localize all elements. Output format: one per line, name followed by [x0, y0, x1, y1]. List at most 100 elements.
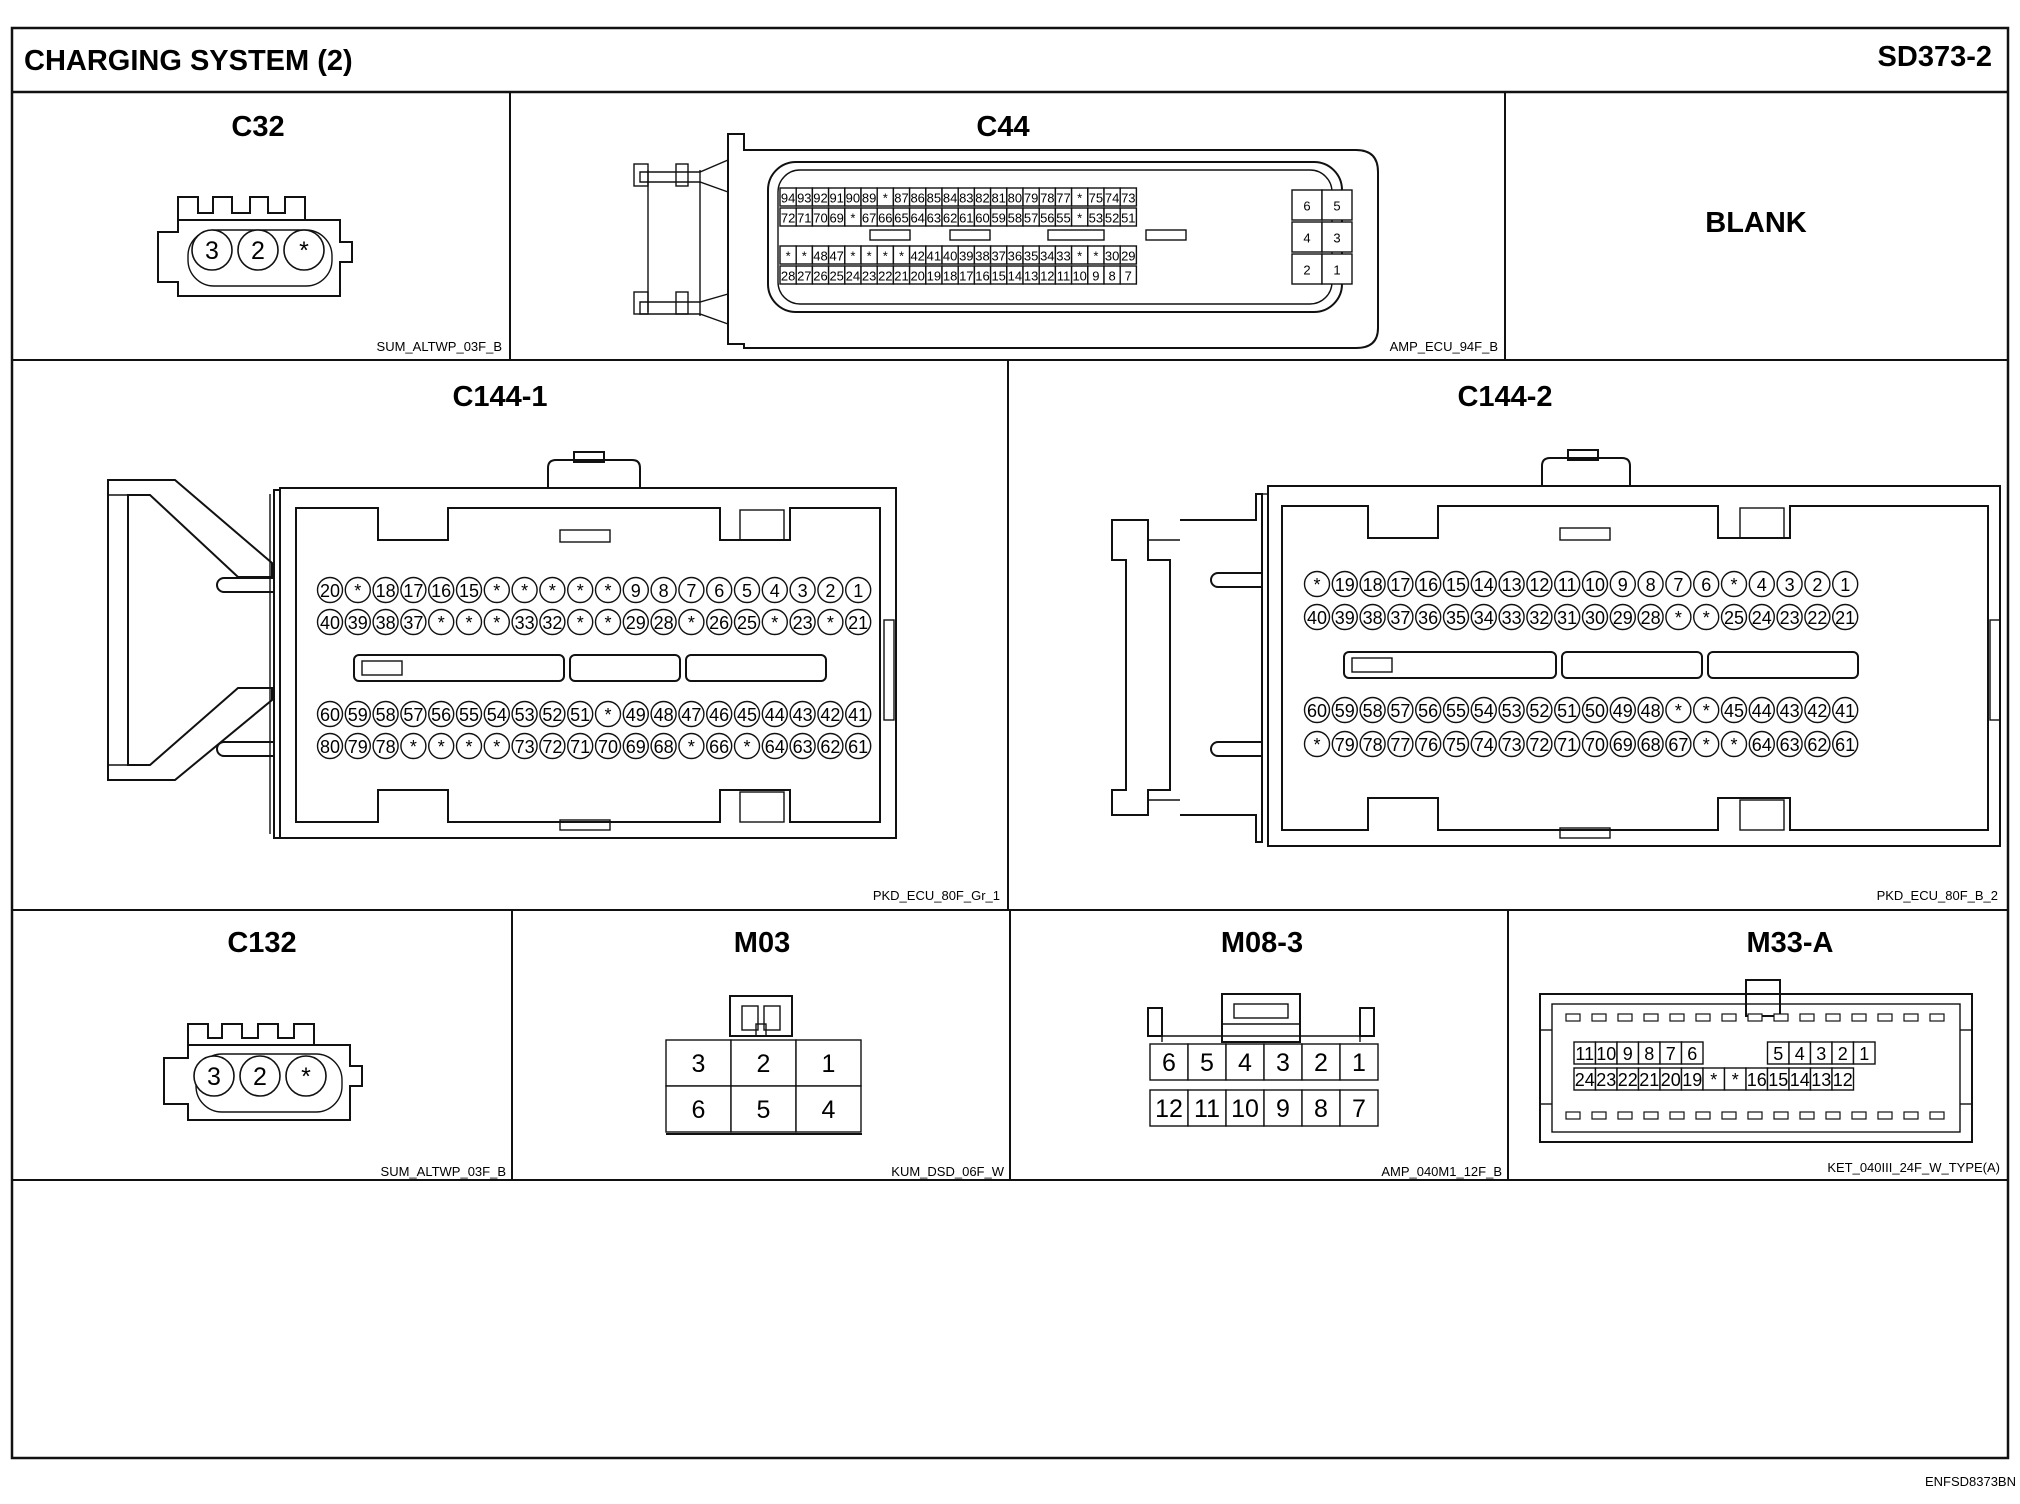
pin-label: 46	[709, 705, 729, 725]
pin-cavity	[1831, 730, 1859, 758]
pin-cavity	[1359, 570, 1386, 598]
pin-label: *	[465, 737, 472, 757]
pin-cavity	[191, 229, 233, 271]
pin-cell	[1225, 1089, 1265, 1127]
pin-label: *	[1732, 1070, 1739, 1090]
pin-cavity	[1804, 696, 1831, 724]
latch-notch	[1669, 1013, 1685, 1022]
pin-label: 30	[1585, 608, 1605, 628]
pin-label: 64	[910, 211, 924, 226]
pin-label: 62	[820, 737, 840, 757]
pin-label: 90	[846, 191, 860, 206]
pin-label: 3	[207, 1063, 221, 1091]
pin-cavity	[789, 732, 816, 760]
pin-label: 38	[376, 613, 396, 633]
pin-label: 42	[820, 705, 840, 725]
pin-label: 4	[1795, 1044, 1805, 1064]
pin-cell	[665, 1085, 732, 1133]
pin-label: 7	[1666, 1044, 1676, 1064]
pin-label: 57	[1024, 211, 1038, 226]
pin-label: 8	[1108, 269, 1115, 284]
pin-label: 58	[1008, 211, 1022, 226]
pin-label: 43	[793, 705, 813, 725]
pin-label: 12	[1833, 1070, 1853, 1090]
pin-cavity	[845, 700, 872, 728]
latch-notch	[1591, 1111, 1607, 1120]
pin-label: 28	[654, 613, 674, 633]
pin-label: 38	[975, 249, 989, 264]
pin-label: 21	[894, 269, 908, 284]
pin-label: 1	[853, 581, 863, 601]
pin-cavity	[428, 700, 455, 728]
pin-label: *	[301, 1063, 311, 1091]
latch-notch	[1643, 1111, 1659, 1120]
pin-cavity	[761, 700, 788, 728]
pin-cavity	[400, 732, 427, 760]
footer-code: ENFSD8373BN	[1925, 1474, 2016, 1489]
pin-label: 86	[910, 191, 924, 206]
pin-label: 52	[1529, 701, 1549, 721]
pin-cavity	[1581, 696, 1609, 724]
pin-label: 9	[1623, 1044, 1633, 1064]
pin-cavity	[511, 608, 538, 636]
pin-cavity	[455, 700, 483, 728]
pin-cell	[1119, 207, 1138, 227]
pin-label: 33	[1056, 249, 1070, 264]
pin-cavity	[1303, 696, 1331, 724]
pin-cavity	[400, 608, 427, 636]
pin-cavity	[1609, 696, 1637, 724]
pin-cavity	[316, 608, 344, 636]
pin-cavity	[733, 700, 761, 728]
pin-cavity	[539, 700, 566, 728]
connector-title: C144-2	[1457, 381, 1552, 413]
pin-cavity	[1331, 696, 1359, 724]
pin-label: 69	[1613, 735, 1633, 755]
pin-cavity	[239, 1055, 281, 1097]
latch-notch	[1851, 1111, 1867, 1120]
pin-label: 80	[1008, 191, 1022, 206]
pin-label: 28	[781, 269, 795, 284]
pin-label: 29	[1613, 608, 1633, 628]
pin-label: 54	[1474, 701, 1494, 721]
pin-cavity	[1470, 570, 1498, 598]
pin-cavity	[706, 700, 733, 728]
pin-cavity	[1609, 730, 1637, 758]
pin-label: 39	[348, 613, 368, 633]
pin-cavity	[594, 700, 622, 728]
latch-notch	[1877, 1013, 1893, 1022]
pin-label: 18	[943, 269, 957, 284]
pin-cavity	[511, 732, 538, 760]
pin-cavity	[539, 576, 566, 604]
latch-notch	[1695, 1013, 1711, 1022]
pin-label: 36	[1008, 249, 1022, 264]
pin-cavity	[1331, 570, 1359, 598]
pin-label: 19	[927, 269, 941, 284]
pin-label: 40	[320, 613, 340, 633]
pin-cell	[1119, 187, 1138, 207]
pin-label: 84	[943, 191, 957, 206]
pin-cavity	[1831, 570, 1859, 598]
latch-notch	[1565, 1111, 1581, 1120]
pin-label: 52	[1105, 211, 1119, 226]
pin-cavity	[428, 608, 455, 636]
pin-cavity	[1581, 570, 1609, 598]
pin-label: 5	[1773, 1044, 1783, 1064]
pin-label: 39	[959, 249, 973, 264]
connector-code: PKD_ECU_80F_Gr_1	[873, 888, 1000, 903]
pin-label: 66	[878, 211, 892, 226]
pin-label: *	[549, 581, 556, 601]
pin-label: 15	[1446, 575, 1466, 595]
pin-cell	[1291, 221, 1323, 253]
pin-cavity	[845, 608, 872, 636]
pin-label: 75	[1089, 191, 1103, 206]
pin-label: 1	[822, 1050, 836, 1078]
pin-label: 3	[1785, 575, 1795, 595]
pin-label: 71	[570, 737, 590, 757]
pin-label: *	[867, 249, 872, 264]
pin-label: 9	[1618, 575, 1628, 595]
pin-cavity	[237, 229, 279, 271]
pin-label: 52	[542, 705, 562, 725]
key-tab	[949, 229, 991, 241]
pin-cavity	[1748, 603, 1776, 631]
pin-cell	[1680, 1041, 1704, 1065]
